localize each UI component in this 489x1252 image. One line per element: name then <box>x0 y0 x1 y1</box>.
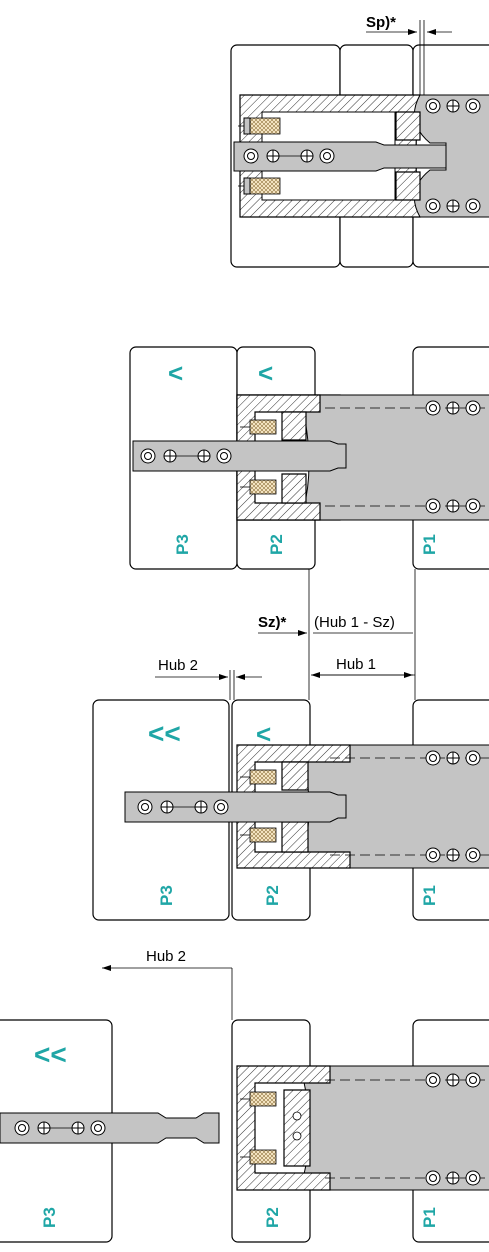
latch-housing-view4 <box>236 1065 331 1191</box>
label-p3-view2: P3 <box>173 534 192 555</box>
hub1-label: Hub 1 <box>336 656 376 673</box>
latch-rod-view4 <box>0 1112 220 1144</box>
arrow-p3-view4: << <box>34 1039 67 1070</box>
arrow-p3-view3: << <box>148 718 181 749</box>
label-p1-view2: P1 <box>420 534 439 555</box>
sz-label: Sz)* <box>258 614 287 631</box>
arrow-p2-view2: < <box>258 358 273 388</box>
view-open: << P3 P2 P1 <box>0 1019 489 1243</box>
latch-rod-view3 <box>124 791 347 823</box>
label-p2-view4: P2 <box>263 1207 282 1228</box>
view-p3-moving: < < P3 P2 P1 <box>129 346 489 570</box>
dimensions-stroke: Sz)* (Hub 1 - Sz) Hub 1 Hub 2 <box>155 569 416 700</box>
dimension-hub2-view4: Hub 2 <box>102 948 233 1020</box>
label-p2-view2: P2 <box>267 534 286 555</box>
spring-bottom <box>249 177 281 195</box>
label-p2-view3: P2 <box>263 885 282 906</box>
cam-bottom <box>395 171 421 201</box>
arrow-p3-view2: < <box>168 358 183 388</box>
latch-housing-view3 <box>236 744 351 869</box>
latch-rod-view1 <box>233 141 447 172</box>
hub2-label-view4: Hub 2 <box>146 948 186 965</box>
view-closed: Sp)* <box>230 14 489 268</box>
label-p3-view4: P3 <box>40 1207 59 1228</box>
latch-rod-view2 <box>132 440 347 472</box>
label-p1-view4: P1 <box>420 1207 439 1228</box>
spring-top <box>249 117 281 135</box>
hub1-minus-sz-label: (Hub 1 - Sz) <box>314 614 395 631</box>
hub2-label-view3: Hub 2 <box>158 657 198 674</box>
view-p2-moving: << < P3 P2 P1 <box>92 699 489 921</box>
sp-label: Sp)* <box>366 14 396 31</box>
cam-top <box>395 111 421 141</box>
arrow-p2-view3: < <box>256 719 271 749</box>
label-p1-view3: P1 <box>420 885 439 906</box>
label-p3-view3: P3 <box>157 885 176 906</box>
